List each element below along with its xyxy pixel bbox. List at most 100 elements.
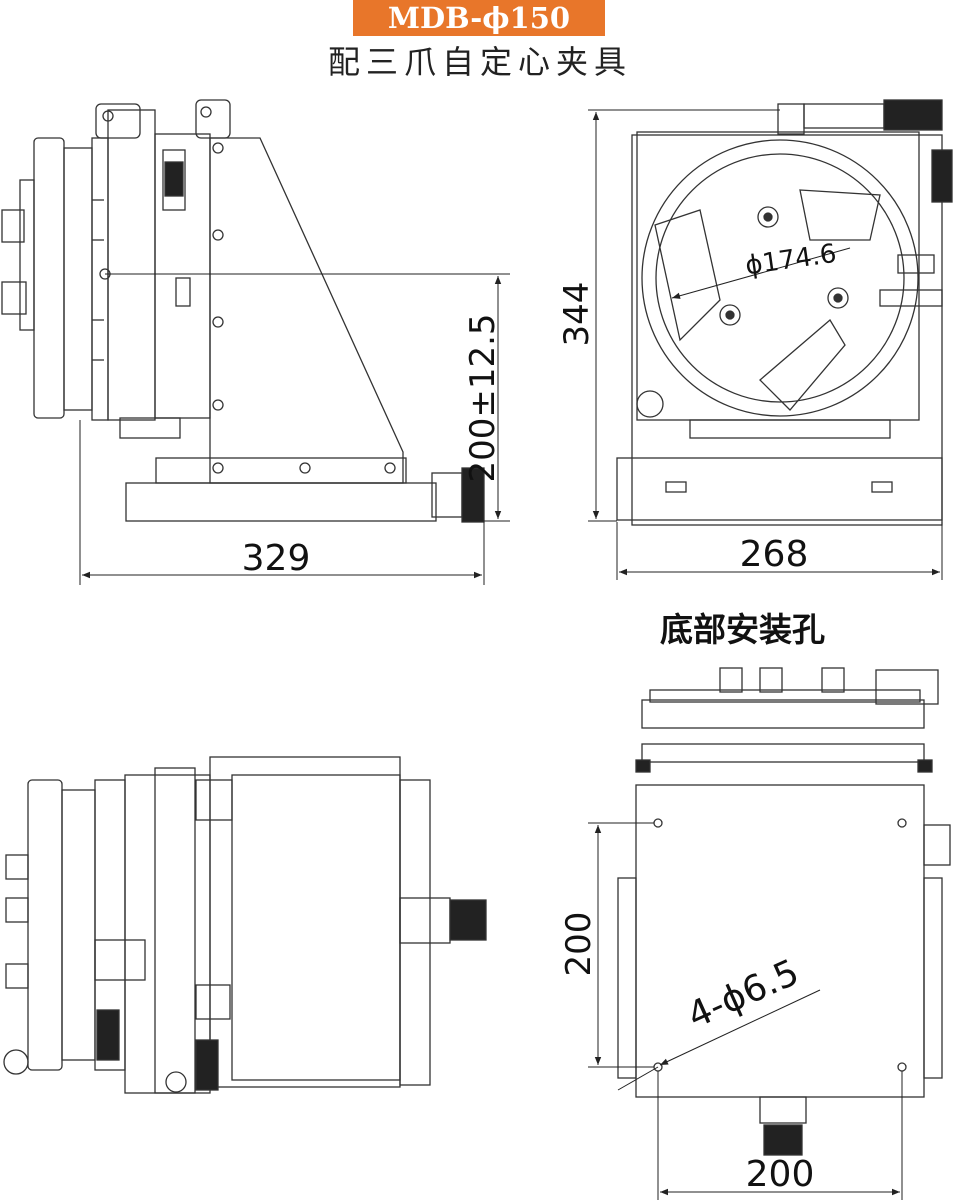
top-bracket [195, 779, 233, 821]
bottom-top-knob [821, 667, 845, 693]
side-knob [461, 467, 485, 523]
jaw-bolt-center [725, 310, 735, 320]
side-bolt [299, 462, 311, 474]
top-body [209, 756, 401, 1088]
bottom-knob [763, 1124, 803, 1156]
bottom-scale-knob [635, 759, 651, 773]
chuck-outer-ring [641, 139, 919, 417]
bottom-side-knob [923, 824, 951, 866]
side-jaw-screw [1, 209, 25, 243]
jaw-bolt [719, 304, 741, 326]
model-badge: MDB-ϕ150 [353, 0, 605, 36]
front-view-dimensions [588, 109, 943, 580]
bottom-vertical-label: 200 [559, 912, 599, 977]
front-base-slot [871, 481, 893, 493]
side-jaw-screw [1, 281, 27, 315]
side-bolt [212, 462, 224, 474]
top-slide-rail [154, 767, 196, 1094]
bottom-base-plate [635, 784, 925, 1098]
bottom-knob-housing [759, 1096, 807, 1124]
side-chuck-face [33, 137, 65, 419]
bottom-view-title: 底部安装孔 [660, 610, 825, 649]
side-top-clamp [195, 99, 231, 139]
bottom-top-knob [759, 667, 783, 693]
side-upper-clamp-hole [102, 110, 114, 122]
side-triangle-body [209, 137, 404, 484]
front-width-label: 268 [740, 534, 809, 575]
top-jaw-screw [5, 963, 29, 989]
side-bolt [212, 142, 224, 154]
side-top-clamp-hole [200, 106, 212, 118]
side-view [1, 99, 485, 523]
jaw-bolt-center [833, 293, 843, 303]
side-height-label: 200±12.5 [463, 313, 503, 482]
side-chuck-body [63, 147, 93, 411]
hole-leader [659, 989, 821, 1066]
jaw-bolt-center [763, 212, 773, 222]
jaw-bolt [827, 287, 849, 309]
side-chuck-jaw [19, 179, 35, 331]
top-jaw-screw [5, 854, 29, 880]
top-view [3, 756, 487, 1094]
mount-hole [897, 818, 907, 828]
top-lock-block [94, 939, 146, 981]
bottom-scale-plate [641, 743, 925, 763]
top-knob [449, 899, 487, 941]
side-width-label: 329 [242, 538, 311, 579]
top-chuck-face [27, 779, 63, 1071]
hole-spec-label: 4-ϕ6.5 [682, 952, 805, 1037]
bottom-scale-knob [917, 759, 933, 773]
chuck-jaw [759, 319, 846, 411]
front-corner-hole [636, 390, 664, 418]
product-description: 配三爪自定心夹具 [327, 43, 632, 81]
hole-leader-tail [617, 1066, 659, 1091]
side-lower-block [119, 417, 181, 439]
bottom-top-block [875, 669, 939, 705]
diameter-leader [671, 247, 851, 299]
front-side-micrometer [931, 149, 953, 203]
top-jaw-screw [5, 897, 29, 923]
diameter-label: ϕ174.6 [743, 239, 838, 281]
top-chuck-body [61, 789, 96, 1061]
bottom-view-dimensions [588, 822, 903, 1200]
bottom-top-rim [649, 689, 921, 703]
top-micrometer [195, 1039, 219, 1091]
front-top-micrometer [883, 99, 943, 131]
top-micrometer [96, 1009, 120, 1061]
bottom-view [617, 667, 951, 1156]
chuck-jaw [799, 189, 881, 241]
side-bolt [212, 316, 224, 328]
side-view-dimensions [79, 273, 510, 585]
side-micrometer [162, 149, 186, 211]
side-micrometer-grip [164, 161, 184, 197]
top-body-inner [231, 774, 401, 1081]
bottom-top-knob [719, 667, 743, 693]
mount-hole [897, 1062, 907, 1072]
top-bracket [195, 984, 231, 1020]
front-base-slot [665, 481, 687, 493]
front-side-lever [879, 289, 943, 307]
front-side-lever [897, 254, 935, 274]
side-bolt [384, 462, 396, 474]
side-base-block [155, 457, 407, 484]
top-lock-knob [3, 1049, 29, 1075]
mount-hole [653, 818, 663, 828]
top-knob-housing [399, 897, 451, 944]
front-height-label: 344 [557, 282, 597, 347]
front-frame [631, 134, 943, 526]
chuck-jaw [654, 209, 721, 342]
front-top-slide [803, 103, 885, 129]
side-bolt [212, 399, 224, 411]
jaw-bolt [757, 206, 779, 228]
front-base-block [689, 419, 891, 439]
bottom-side-flange [617, 877, 637, 1079]
side-base-plate [125, 482, 437, 522]
chuck-inner-ring [655, 153, 905, 403]
top-lock-knob [165, 1071, 187, 1093]
side-bolt [212, 229, 224, 241]
bottom-side-flange [923, 877, 943, 1079]
side-tilt-stage [107, 109, 156, 421]
side-upper-clamp [95, 103, 141, 139]
